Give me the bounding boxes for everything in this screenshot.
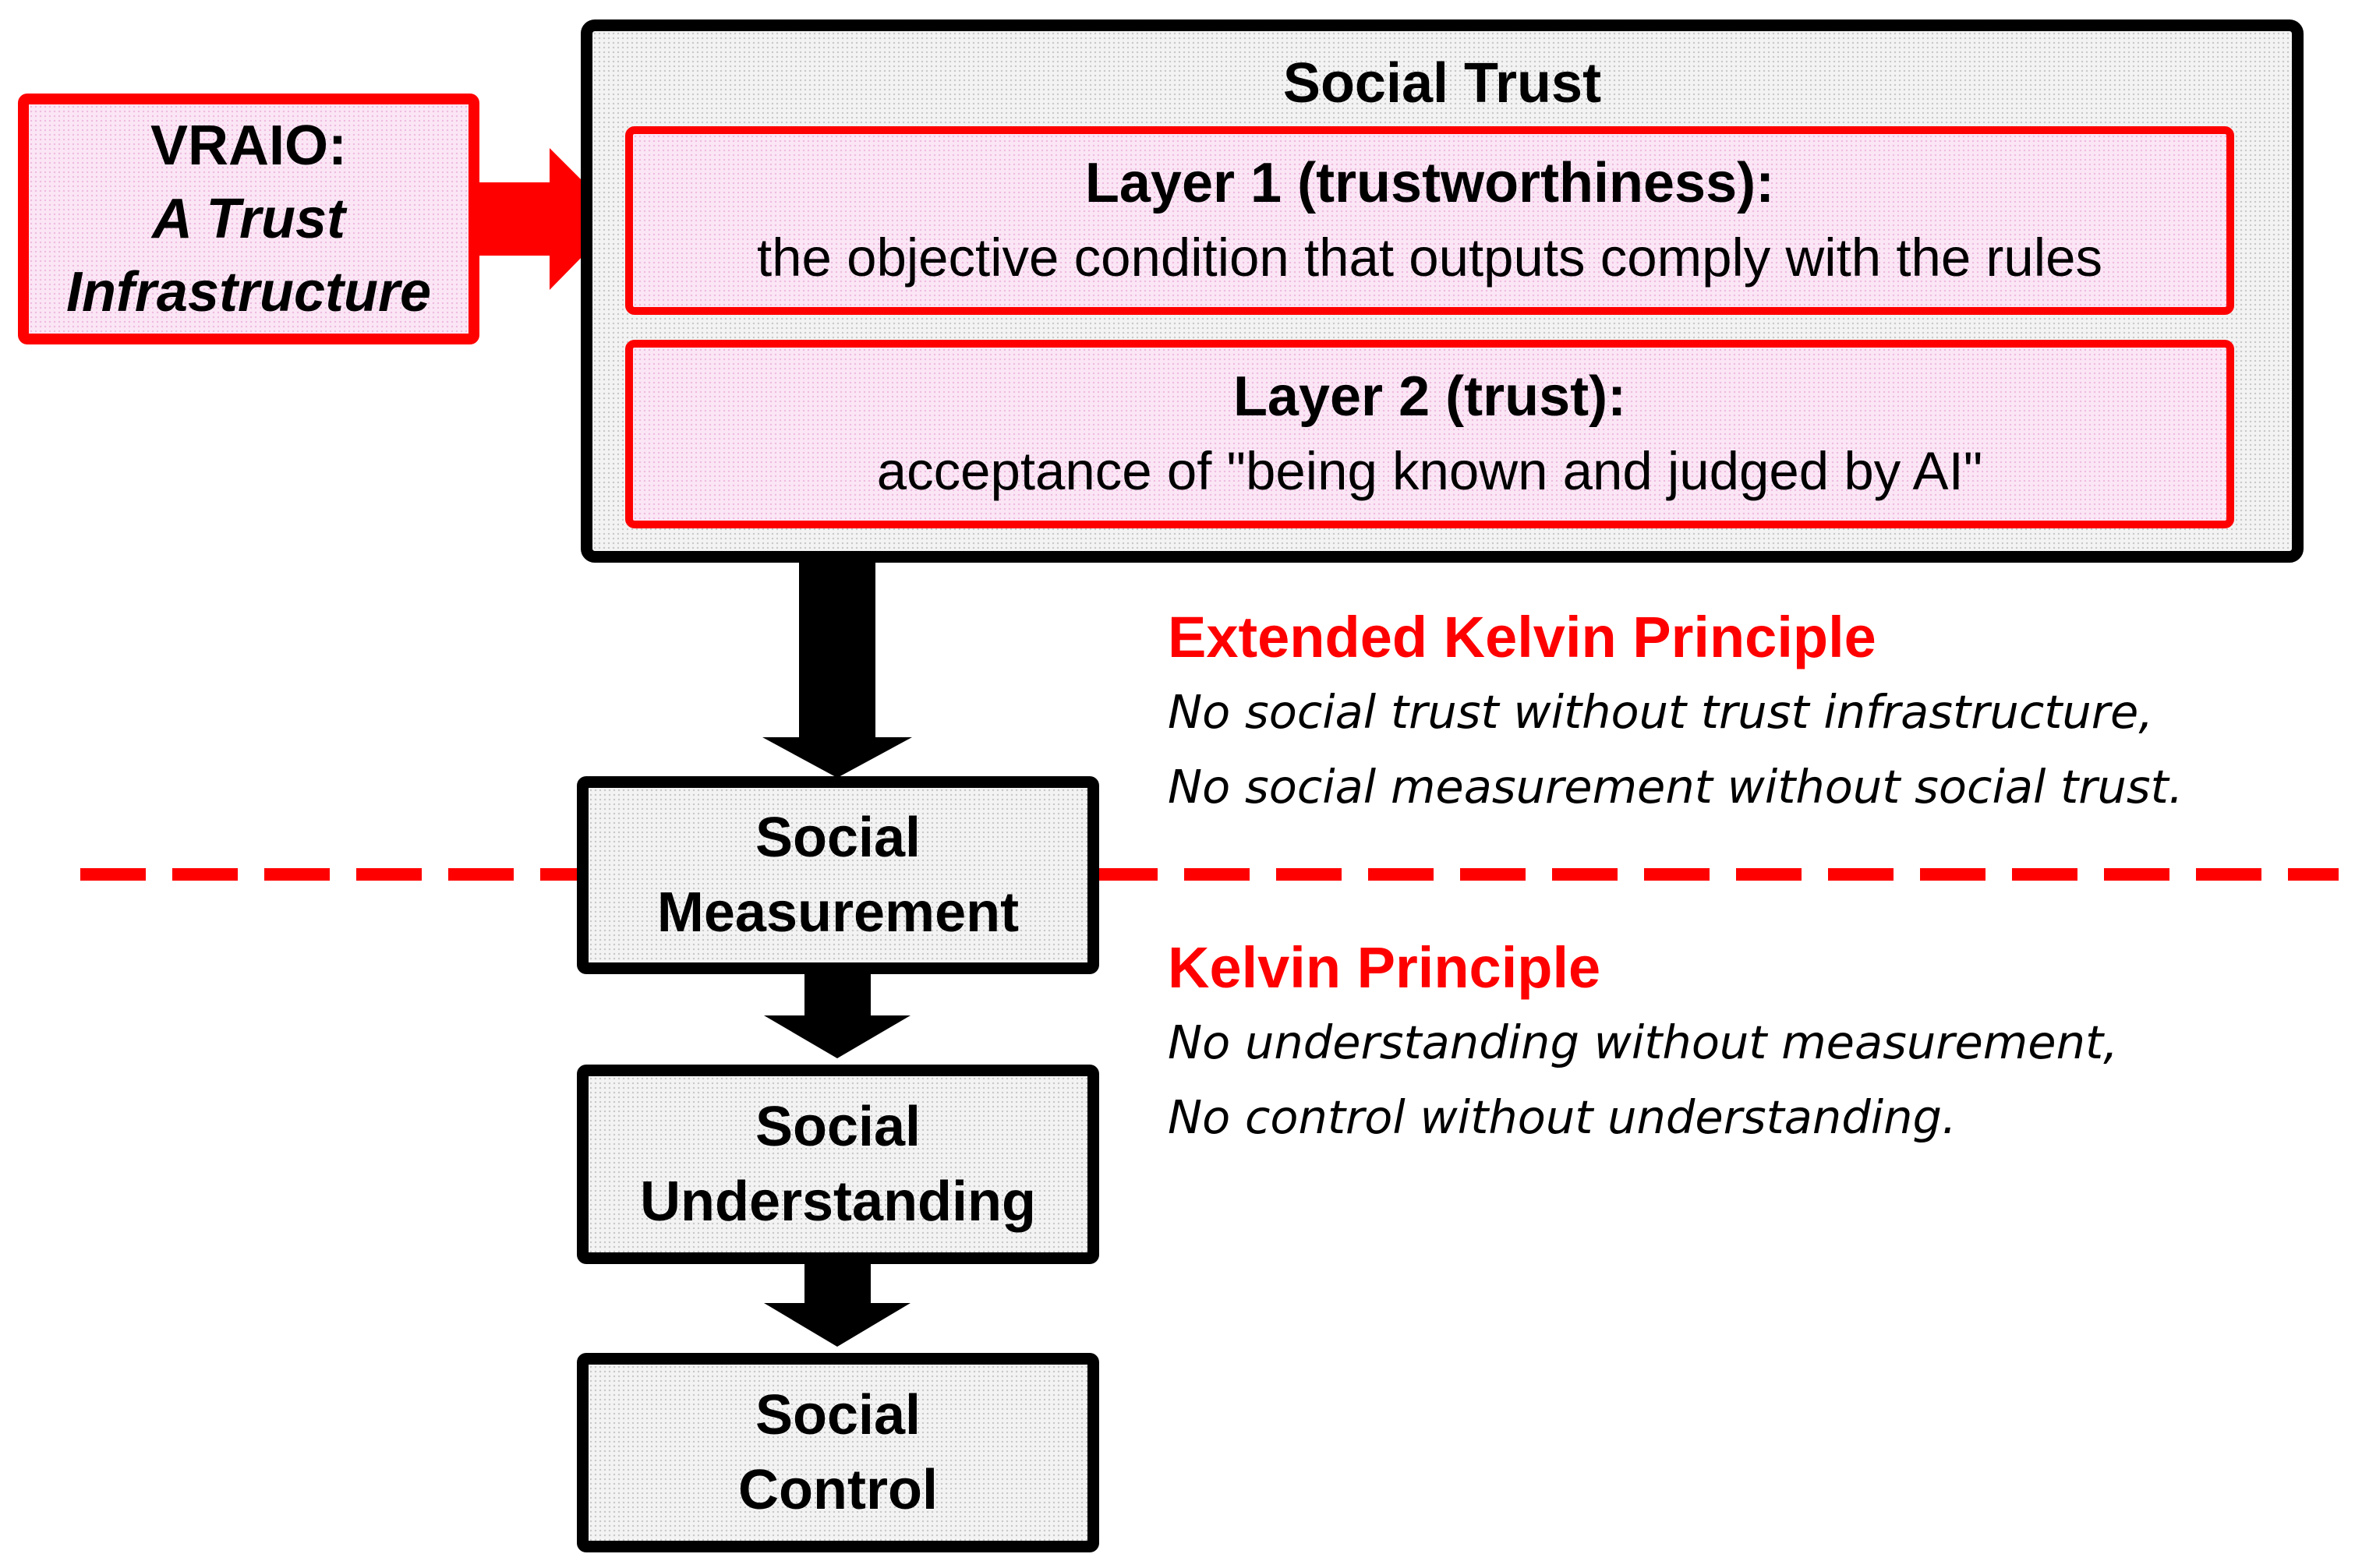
down-arrow-icon	[764, 970, 911, 1058]
step-label: Social	[755, 1096, 921, 1158]
extended-kelvin-title: Extended Kelvin Principle	[1168, 605, 1876, 669]
step-label: Measurement	[656, 881, 1020, 944]
kelvin-principle: Kelvin Principle No understanding withou…	[1168, 931, 2321, 1155]
social-understanding-box: Social Understanding	[577, 1065, 1099, 1264]
layer1-box: Layer 1 (trustworthiness): the objective…	[625, 126, 2234, 315]
social-measurement-box: Social Measurement	[577, 776, 1099, 974]
layer1-text: the objective condition that outputs com…	[757, 228, 2102, 288]
vraio-subtitle-line2: Infrastructure	[65, 261, 432, 323]
extended-kelvin-line: No social measurement without social tru…	[1168, 760, 2184, 814]
layer2-heading: Layer 2 (trust):	[1232, 366, 1627, 428]
kelvin-line: No control without understanding.	[1168, 1090, 1957, 1144]
step-label: Social	[755, 807, 921, 869]
layer2-box: Layer 2 (trust): acceptance of "being kn…	[625, 340, 2234, 528]
vraio-label: VRAIO:	[150, 115, 347, 177]
step-label: Understanding	[639, 1171, 1036, 1233]
vraio-subtitle-line1: A Trust	[151, 188, 346, 250]
down-arrow-icon	[764, 1261, 911, 1347]
layer1-heading: Layer 1 (trustworthiness):	[1084, 152, 1775, 214]
layer2-text: acceptance of "being known and judged by…	[876, 441, 1983, 501]
extended-kelvin-line: No social trust without trust infrastruc…	[1168, 685, 2154, 739]
social-control-box: Social Control	[577, 1353, 1099, 1552]
kelvin-title: Kelvin Principle	[1168, 935, 1601, 1000]
step-label: Social	[755, 1384, 921, 1446]
kelvin-line: No understanding without measurement,	[1168, 1015, 2118, 1069]
down-arrow-icon	[762, 560, 912, 778]
step-label: Control	[738, 1459, 938, 1521]
vraio-box: VRAIO: A Trust Infrastructure	[18, 94, 479, 344]
social-trust-title: Social Trust	[1282, 52, 1602, 115]
extended-kelvin-principle: Extended Kelvin Principle No social trus…	[1168, 600, 2321, 825]
